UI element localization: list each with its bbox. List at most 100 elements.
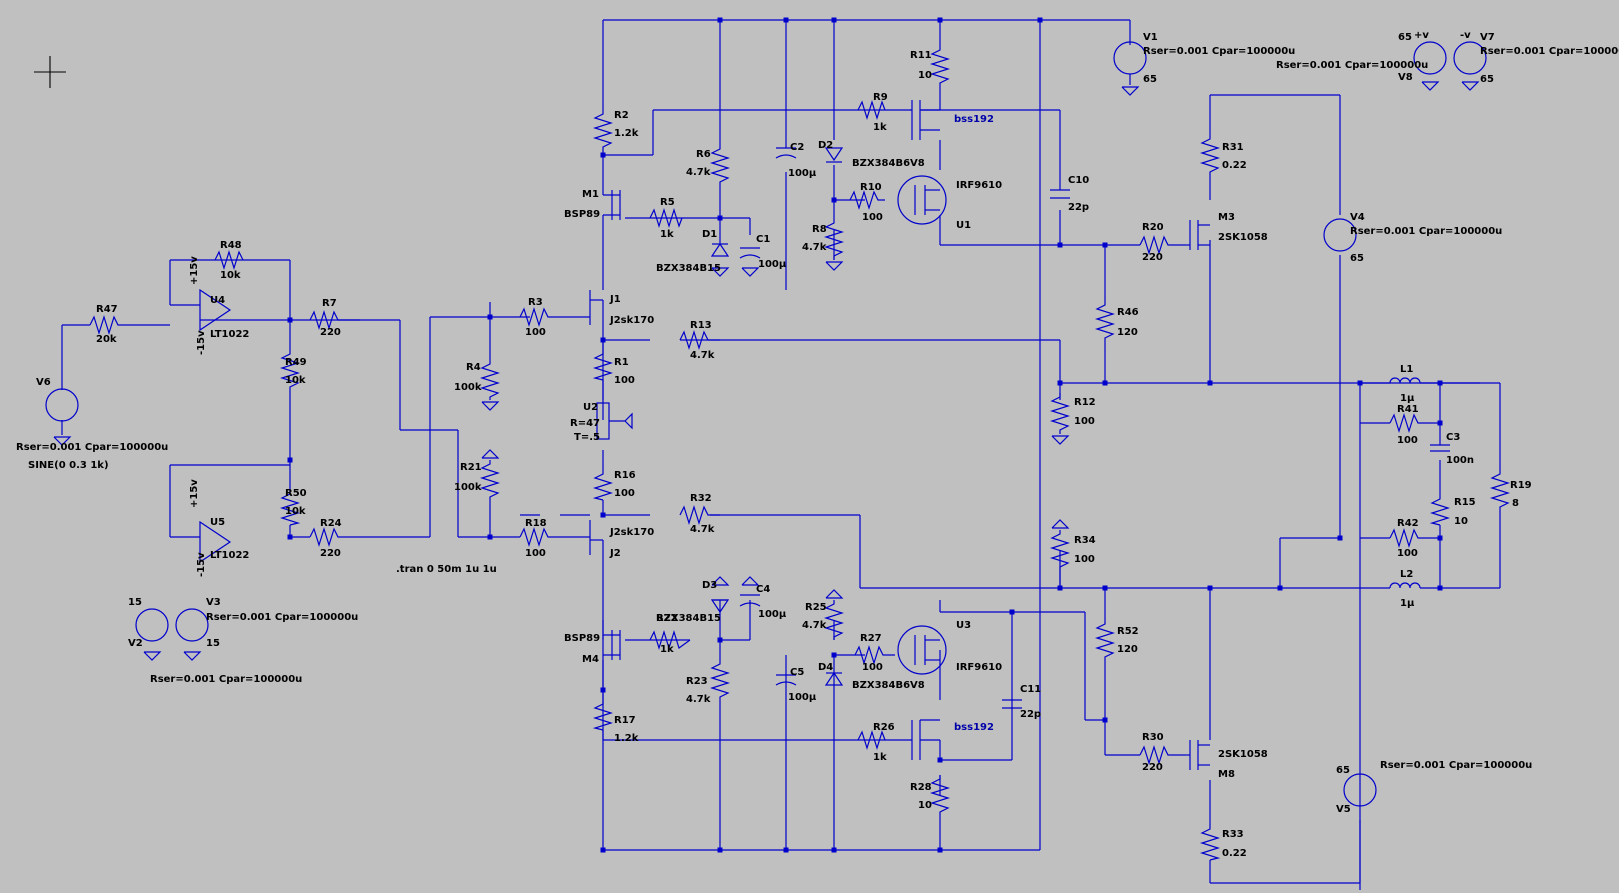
mosfet-m4[interactable] [603, 630, 621, 660]
resistor-r48[interactable] [214, 249, 244, 271]
resistor-r3[interactable] [519, 306, 570, 328]
resistor-r17[interactable] [592, 700, 614, 731]
mosfet-m3[interactable] [1185, 220, 1210, 250]
voltage-source-v2[interactable] [135, 608, 169, 642]
jfet-j1[interactable] [589, 290, 603, 325]
capacitor-c10[interactable] [1050, 189, 1070, 199]
component-label: BSP89 [564, 633, 600, 644]
mosfet-irf9610-u3[interactable] [897, 625, 947, 675]
resistor-r41[interactable] [1389, 412, 1420, 434]
resistor-r21[interactable] [479, 460, 501, 537]
resistor-r52[interactable] [1094, 620, 1116, 660]
voltage-source-v5[interactable] [1343, 773, 1377, 807]
inductor-l1[interactable] [1389, 377, 1421, 384]
voltage-source-v7[interactable] [1453, 41, 1487, 75]
inductor-l2[interactable] [1389, 582, 1421, 589]
resistor-r11[interactable] [929, 45, 951, 85]
resistor-r20[interactable] [1139, 234, 1185, 256]
junction-dot [937, 847, 943, 853]
resistor-r24[interactable] [309, 526, 350, 548]
resistor-r13[interactable] [679, 329, 720, 351]
voltage-source-v1[interactable] [1113, 41, 1147, 85]
component-label: M3 [1218, 212, 1235, 223]
resistor-r32[interactable] [679, 504, 720, 526]
resistor-r7[interactable] [309, 309, 400, 331]
thermistor-u2[interactable] [596, 402, 633, 440]
resistor-r10[interactable] [849, 189, 885, 211]
junction-dot [937, 757, 943, 763]
component-label: R28 [910, 782, 932, 793]
junction-dot [1102, 242, 1108, 248]
resistor-r6[interactable] [709, 145, 731, 185]
voltage-source-v3[interactable] [175, 608, 209, 642]
capacitor-c3[interactable] [1430, 444, 1450, 452]
resistor-r2[interactable] [592, 110, 614, 155]
capacitor-c1[interactable] [739, 247, 761, 259]
component-label: C11 [1020, 684, 1041, 695]
voltage-source-v8[interactable] [1413, 41, 1447, 75]
resistor-r50[interactable] [279, 490, 301, 526]
component-label: V5 [1336, 804, 1351, 815]
voltage-source-v4[interactable] [1323, 218, 1357, 252]
resistor-r18[interactable] [519, 526, 590, 548]
jfet-j2[interactable] [589, 520, 603, 555]
junction-dot [1102, 717, 1108, 723]
mosfet-m1[interactable] [603, 190, 621, 220]
resistor-r5[interactable] [649, 207, 683, 229]
component-label: R50 [285, 488, 307, 499]
resistor-r15[interactable] [1429, 495, 1451, 526]
junction-dot [1277, 585, 1283, 591]
opamp-u5[interactable] [199, 520, 232, 564]
resistor-r30[interactable] [1139, 744, 1185, 766]
resistor-r12[interactable] [1049, 393, 1071, 434]
component-label: BSP89 [564, 209, 600, 220]
junction-dot [717, 17, 723, 23]
component-label: R3 [528, 297, 543, 308]
capacitor-c4[interactable] [739, 594, 761, 607]
zener-d2[interactable] [824, 147, 844, 163]
resistor-r26[interactable] [857, 729, 886, 751]
resistor-r42[interactable] [1389, 527, 1420, 549]
capacitor-c2[interactable] [775, 147, 797, 159]
resistor-r31[interactable] [1199, 135, 1221, 175]
component-label: D2 [818, 140, 833, 151]
opamp-u4[interactable] [199, 288, 232, 332]
capacitor-c5[interactable] [775, 674, 797, 686]
resistor-r25[interactable] [823, 600, 845, 640]
resistor-r23[interactable] [709, 660, 731, 700]
junction-dot [287, 317, 293, 323]
component-label: 1k [873, 752, 887, 763]
component-label: Rser=0.001 Cpar=100000u [1480, 46, 1619, 57]
resistor-r8[interactable] [823, 220, 845, 260]
mosfet-bss192-bottom[interactable] [885, 719, 940, 760]
resistor-r47[interactable] [89, 314, 130, 336]
zener-d4[interactable] [824, 671, 844, 686]
junction-dot [600, 512, 606, 518]
resistor-r22[interactable] [649, 629, 691, 651]
capacitor-c11[interactable] [1002, 699, 1022, 709]
voltage-source-v6[interactable] [45, 388, 79, 422]
resistor-r27[interactable] [854, 644, 895, 666]
zener-d3[interactable] [710, 599, 730, 614]
junction-dots [287, 17, 1443, 853]
resistor-r46[interactable] [1094, 300, 1116, 350]
component-label: Rser=0.001 Cpar=100000u [1380, 760, 1532, 771]
wires [61, 19, 1501, 890]
resistor-r19[interactable] [1489, 470, 1511, 515]
resistor-r28[interactable] [929, 775, 951, 815]
component-label: R=47 [570, 418, 600, 429]
resistor-r33[interactable] [1199, 825, 1221, 861]
resistor-r34[interactable] [1049, 530, 1071, 588]
component-label: 10k [285, 506, 306, 517]
resistor-r1[interactable] [592, 350, 614, 381]
mosfet-bss192-top[interactable] [885, 100, 940, 140]
resistor-r49[interactable] [279, 350, 301, 390]
mosfet-irf9610-u1[interactable] [897, 175, 947, 225]
resistor-r16[interactable] [592, 470, 614, 501]
component-label: 2SK1058 [1218, 749, 1268, 760]
resistor-r4[interactable] [479, 360, 501, 400]
mosfet-m8[interactable] [1185, 740, 1210, 770]
resistor-r9[interactable] [857, 99, 886, 121]
zener-d1[interactable] [710, 242, 730, 257]
